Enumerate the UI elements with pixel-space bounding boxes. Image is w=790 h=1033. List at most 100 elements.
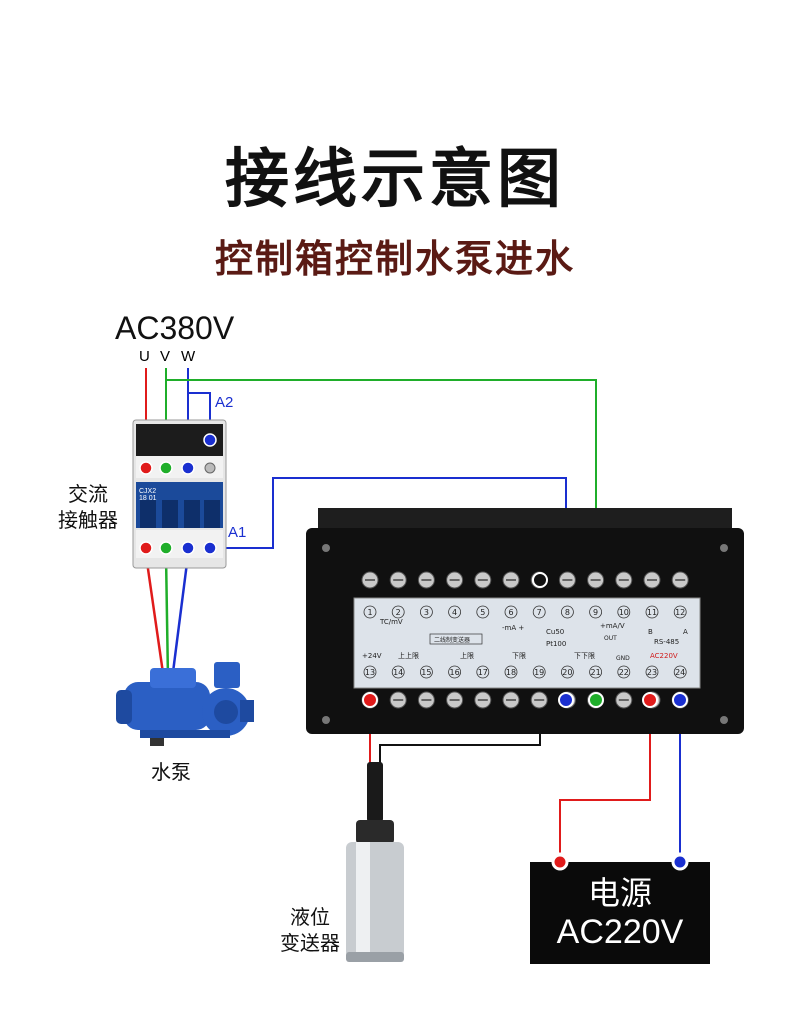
contactor-out-w xyxy=(181,541,195,555)
terminal-number-6: 6 xyxy=(508,608,513,617)
terminal-number-7-ring xyxy=(532,605,546,619)
contactor-model-2: 18 01 xyxy=(139,495,157,502)
terminal-number-4: 4 xyxy=(452,608,457,617)
terminal-number-22: 22 xyxy=(619,668,629,677)
terminal-number-20: 20 xyxy=(562,668,572,677)
contactor-label-line1: 交流 xyxy=(68,484,108,506)
terminal-number-11: 11 xyxy=(647,608,657,617)
sensor-label-line1: 液位 xyxy=(290,907,330,929)
terminal-number-13-ring xyxy=(363,665,377,679)
panel-out: OUT xyxy=(604,635,617,642)
a1-label: A1 xyxy=(228,524,247,541)
phase-v: V xyxy=(160,348,171,365)
contactor-out-v xyxy=(159,541,173,555)
panel-pt100: Pt100 xyxy=(546,640,566,648)
contactor-label: 交流 接触器 xyxy=(48,482,128,534)
terminal-number-5-ring xyxy=(476,605,490,619)
terminal-number-10-ring xyxy=(617,605,631,619)
terminal-number-9: 9 xyxy=(593,608,598,617)
controller-terminal-7 xyxy=(532,572,548,588)
panel-rs485: RS-485 xyxy=(654,638,679,646)
contactor-model-1: CJX2 xyxy=(139,488,156,495)
terminal-number-14-ring xyxy=(391,665,405,679)
terminal-number-5: 5 xyxy=(480,608,485,617)
wire-power-red xyxy=(559,700,651,860)
terminal-number-17: 17 xyxy=(478,668,488,677)
panel-b: B xyxy=(648,628,653,636)
power-source-box: 电源 AC220V xyxy=(530,862,710,964)
terminal-number-17-ring xyxy=(476,665,490,679)
panel-cu50: Cu50 xyxy=(546,628,564,636)
terminal-number-19: 19 xyxy=(534,668,544,677)
terminal-number-9-ring xyxy=(589,605,602,619)
panel-upper: 上限 xyxy=(460,651,474,660)
contactor-out-u xyxy=(139,541,153,555)
terminal-number-23-ring xyxy=(645,665,659,679)
pump-image xyxy=(116,662,254,746)
panel-a: A xyxy=(683,628,688,636)
terminal-number-16-ring xyxy=(448,665,462,679)
panel-two-wire: 二线制变送器 xyxy=(434,636,470,644)
terminal-number-19-ring xyxy=(532,665,546,679)
contactor-terminal-a1 xyxy=(203,541,217,555)
panel-ma-v: +mA/V xyxy=(600,622,625,630)
contactor-terminal-v xyxy=(159,461,173,475)
pump-label: 水泵 xyxy=(151,762,191,784)
panel-gnd: GND xyxy=(616,655,630,662)
terminal-number-3: 3 xyxy=(424,608,429,617)
terminal-number-21: 21 xyxy=(591,668,601,677)
terminal-number-20-ring xyxy=(561,665,574,679)
panel-24v: +24V xyxy=(362,652,382,660)
supply-label: AC380V xyxy=(115,310,235,346)
power-source-voltage: AC220V xyxy=(556,913,684,951)
contactor-terminal-u xyxy=(139,461,153,475)
wire-pump-blue xyxy=(170,554,190,681)
terminal-number-15-ring xyxy=(419,665,433,679)
a2-label: A2 xyxy=(215,394,234,411)
sensor-label: 液位 变送器 xyxy=(268,905,352,957)
sensor-label-line2: 变送器 xyxy=(280,933,340,955)
terminal-number-12: 12 xyxy=(675,608,685,617)
terminal-number-2-ring xyxy=(391,605,405,619)
terminal-number-24-ring xyxy=(673,665,687,679)
level-sensor-image xyxy=(346,762,404,962)
terminal-number-13: 13 xyxy=(365,668,375,677)
contactor-terminal-a2 xyxy=(203,433,217,447)
terminal-number-3-ring xyxy=(419,605,433,619)
terminal-number-21-ring xyxy=(589,665,602,679)
terminal-number-18-ring xyxy=(504,665,518,679)
page-subtitle: 控制箱控制水泵进水 xyxy=(214,237,575,281)
wire-pump-red xyxy=(144,554,166,681)
terminal-number-23: 23 xyxy=(647,668,657,677)
wire-pump-green xyxy=(164,554,170,681)
terminal-number-24: 24 xyxy=(675,668,685,677)
terminal-number-15: 15 xyxy=(421,668,431,677)
terminal-number-8-ring xyxy=(561,605,574,619)
terminal-number-4-ring xyxy=(448,605,462,619)
panel-ma: -mA + xyxy=(502,624,524,632)
terminal-number-7: 7 xyxy=(537,608,542,617)
phase-w: W xyxy=(181,348,196,365)
contactor-terminal-aux xyxy=(204,462,216,474)
terminal-number-2: 2 xyxy=(396,608,401,617)
contactor-terminal-w xyxy=(181,461,195,475)
contactor-label-line2: 接触器 xyxy=(58,510,118,532)
terminal-number-10: 10 xyxy=(619,608,629,617)
panel-tc: TC/mV xyxy=(379,618,403,626)
controller-terminal-13 xyxy=(362,692,378,708)
panel-lower-low: 下下限 xyxy=(574,651,595,660)
power-source-label: 电源 xyxy=(587,875,652,911)
controller-terminal-21 xyxy=(588,692,604,708)
terminal-number-1: 1 xyxy=(367,608,372,617)
controller-terminal-24 xyxy=(672,692,688,708)
terminal-number-14: 14 xyxy=(393,668,403,677)
contactor: CJX2 18 01 xyxy=(132,419,227,569)
terminal-number-11-ring xyxy=(645,605,659,619)
terminal-number-6-ring xyxy=(504,605,518,619)
controller-terminal-23 xyxy=(642,692,658,708)
terminal-number-18: 18 xyxy=(506,668,516,677)
